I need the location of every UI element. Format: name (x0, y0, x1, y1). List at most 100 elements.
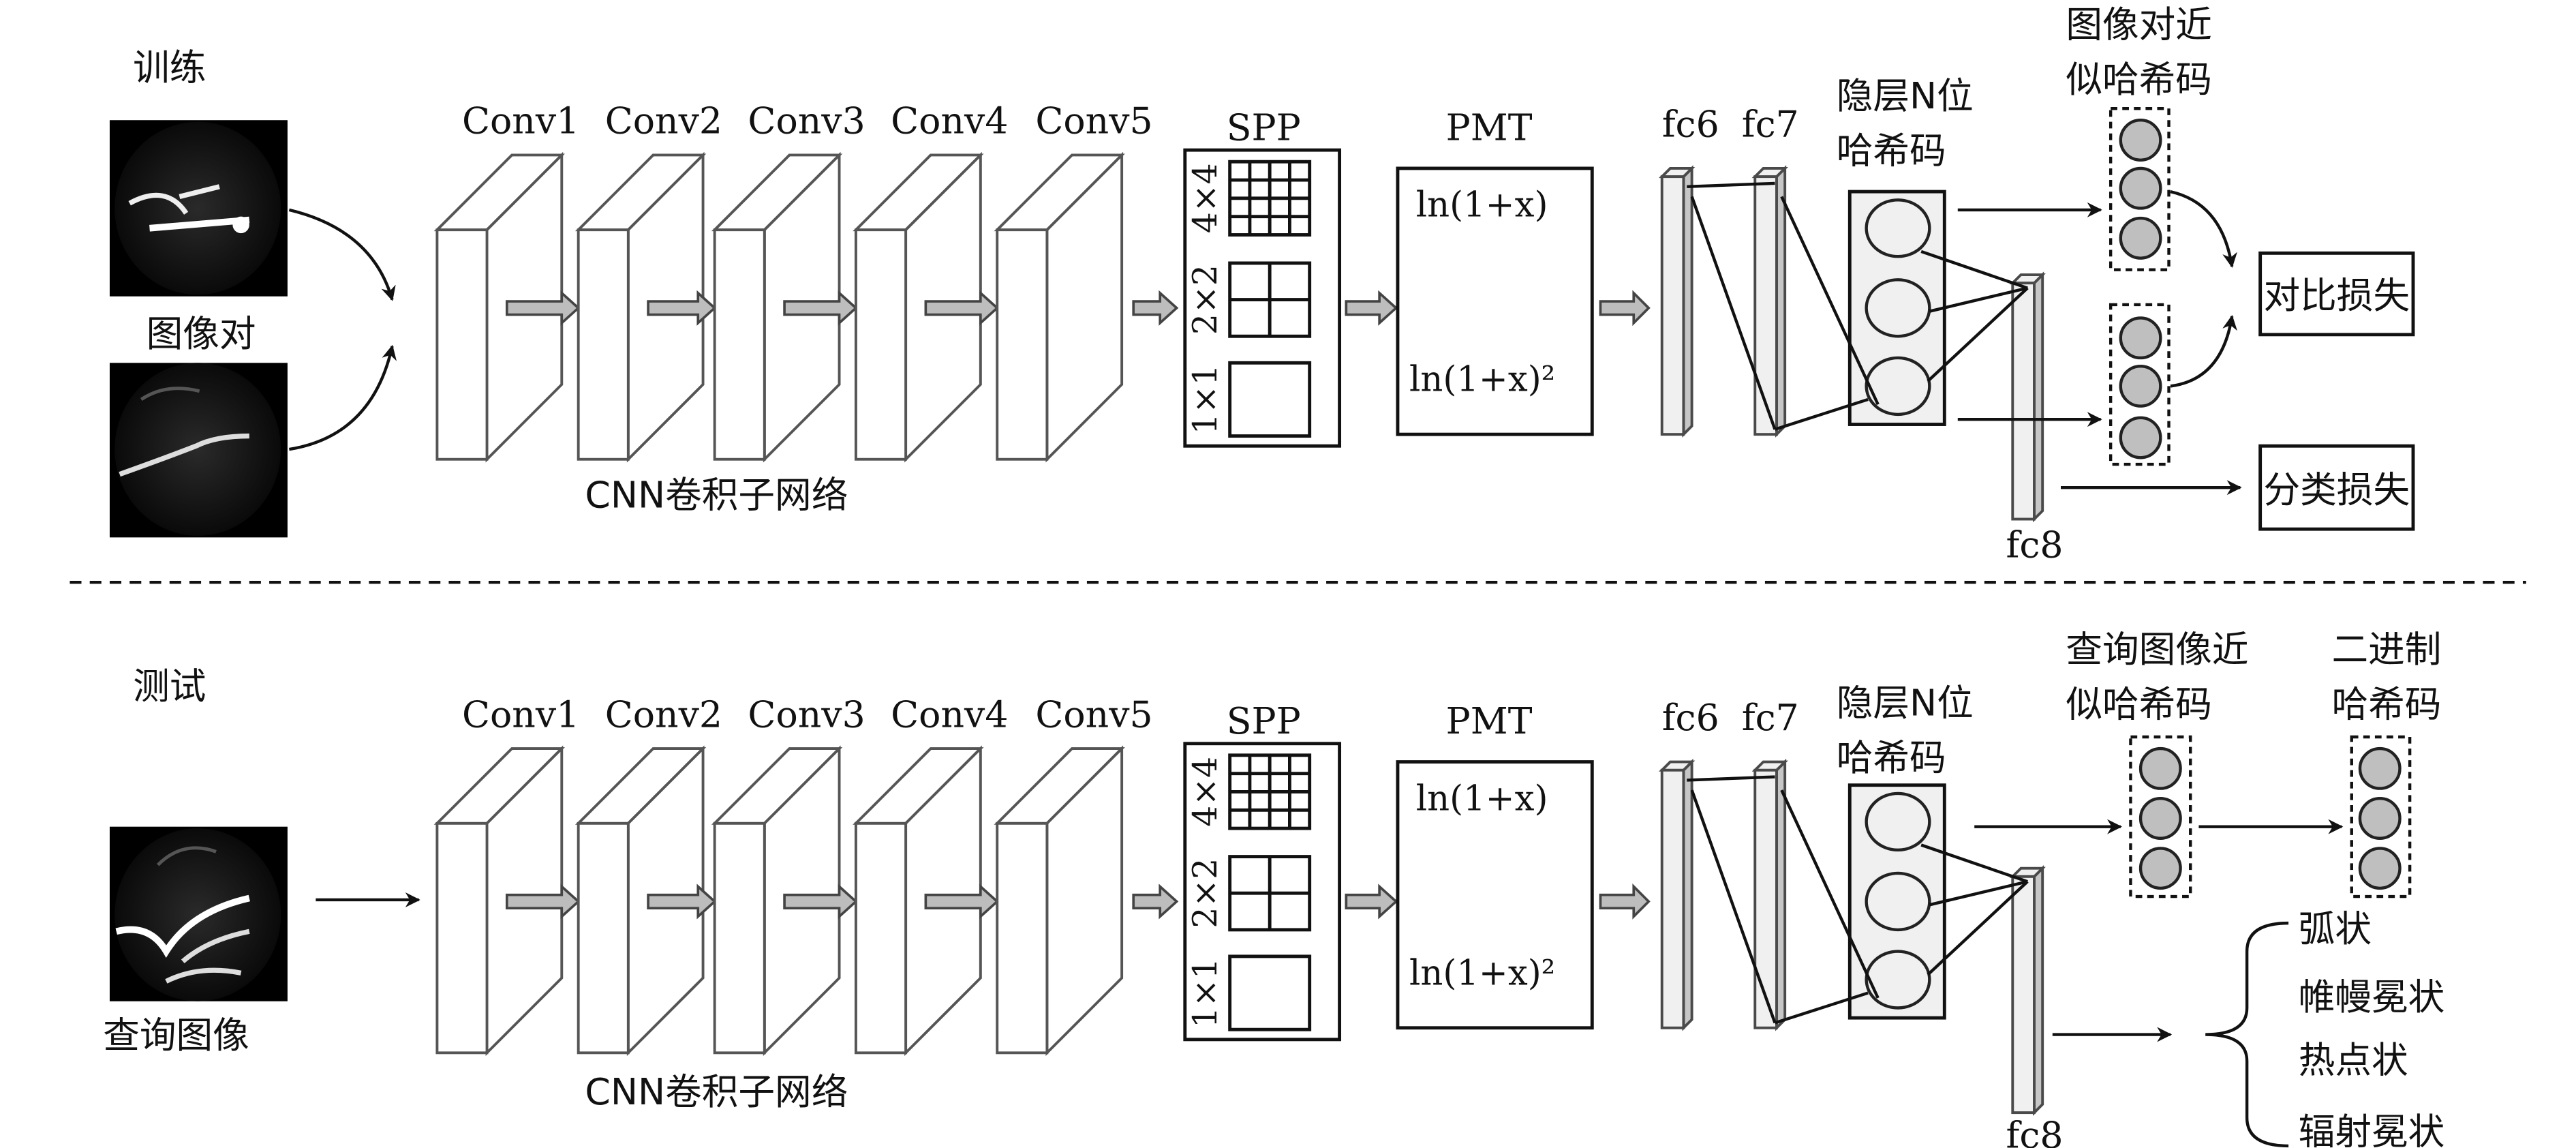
query-approx-hash-label-2: 似哈希码 (2066, 683, 2212, 726)
input-image-pair: 图像对 (109, 120, 397, 538)
cnn-subnetwork-label: CNN卷积子网络 (585, 473, 848, 516)
approx-hash-code-b (2109, 303, 2171, 466)
connection-line (1690, 196, 1777, 430)
fc8-layer-label: fc8 (2006, 1113, 2064, 1148)
section-title-test: 测试 (133, 665, 206, 708)
query-approx-hash-code (2129, 735, 2192, 898)
spp-level-label: 2×2 (1186, 858, 1225, 928)
connection-line (1920, 250, 2028, 290)
forward-arrow-icon (1345, 883, 1398, 920)
connection-line (1687, 181, 1775, 188)
class-brace (2205, 921, 2289, 1148)
forward-arrow-icon (924, 883, 999, 920)
conv-layer-label: Conv3 (748, 693, 865, 736)
connection-line (1780, 196, 1880, 406)
class-list: 弧状 帷幔冕状 热点状 辐射冕状 (2299, 907, 2445, 1148)
forward-arrow-icon (1132, 883, 1179, 920)
forward-arrow-icon (1132, 290, 1179, 326)
aurora-image-1 (109, 120, 288, 297)
conv-layer-label: Conv1 (462, 100, 579, 142)
pmt-formula-bottom: ln(1+x)² (1409, 359, 1555, 400)
svg-text:分类损失: 分类损失 (2264, 468, 2410, 511)
fc8-layer-label: fc8 (2006, 524, 2064, 567)
fc8-layer: fc8 (2006, 864, 2064, 1148)
pmt-formula-bottom: ln(1+x)² (1409, 952, 1555, 993)
class-item: 热点状 (2299, 1039, 2408, 1082)
pmt-title: PMT (1446, 699, 1533, 742)
approx-hash-code-label: 图像对近 (2066, 3, 2212, 46)
conv-layer-block (433, 151, 565, 463)
fc8-layer: fc8 (2006, 271, 2064, 567)
forward-arrow-icon (783, 290, 858, 326)
arrow-code-b-to-contrastive (2170, 314, 2237, 388)
conv-layer-label: Conv1 (462, 693, 579, 736)
pmt-formula-top: ln(1+x) (1416, 778, 1548, 819)
conv-layer-label: Conv3 (748, 100, 865, 142)
approx-hash-code-a (2109, 106, 2171, 271)
approx-hash-code-label-2: 似哈希码 (2066, 58, 2212, 101)
conv-layer-label: Conv2 (605, 100, 722, 142)
spp-level-label: 4×4 (1186, 163, 1225, 233)
fc7-layer: fc7 (1742, 696, 1799, 1031)
conv-layer-block (994, 151, 1125, 463)
fc7-layer: fc7 (1742, 103, 1799, 438)
curved-arrow-image-2 (288, 344, 397, 451)
forward-arrow-icon (505, 883, 581, 920)
connection-line (1929, 286, 2028, 313)
binary-hash-code (2350, 735, 2412, 898)
hidden-layer-label: 隐层N位 (1837, 681, 1974, 724)
binary-hash-label-2: 哈希码 (2332, 683, 2442, 726)
conv-layer-block (994, 745, 1125, 1057)
spp-level-label: 2×2 (1186, 265, 1225, 335)
fc7-layer-label: fc7 (1742, 696, 1799, 739)
forward-arrow-icon (1345, 290, 1398, 326)
hidden-layer-label: 隐层N位 (1837, 74, 1974, 117)
classification-loss-box: 分类损失 (2258, 444, 2415, 531)
conv-layer-label: Conv4 (891, 100, 1008, 142)
pmt-formula-top: ln(1+x) (1416, 185, 1548, 226)
hidden-layer-label-2: 哈希码 (1837, 130, 1946, 172)
spp-level-label: 1×1 (1186, 364, 1225, 434)
hidden-layer-label-2: 哈希码 (1837, 736, 1946, 779)
class-item: 弧状 (2299, 907, 2372, 950)
connection-line (1927, 880, 2029, 976)
curved-arrow-image-1 (288, 208, 396, 301)
cnn-subnetwork-label: CNN卷积子网络 (585, 1070, 848, 1113)
connection-line (1687, 775, 1775, 782)
fc6-layer: fc6 (1658, 103, 1719, 438)
conv-layer-label: Conv5 (1035, 100, 1152, 142)
forward-arrow-icon (924, 290, 999, 326)
fc6-layer: fc6 (1658, 696, 1719, 1031)
fc7-layer-label: fc7 (1742, 103, 1799, 146)
connection-line (1920, 843, 2028, 883)
forward-arrow-icon (1599, 290, 1651, 327)
conv-layer-label: Conv4 (891, 693, 1008, 736)
query-approx-hash-label: 查询图像近 (2066, 628, 2248, 671)
hidden-layer-hash (1847, 783, 1946, 1020)
connection-line (1690, 789, 1777, 1024)
conv-layer-block (853, 745, 984, 1057)
contrastive-loss-box: 对比损失 (2258, 251, 2415, 337)
aurora-query-image (109, 826, 288, 1001)
svg-text:对比损失: 对比损失 (2264, 274, 2410, 317)
spp-level-label: 4×4 (1186, 757, 1225, 827)
spp-level-label: 1×1 (1186, 958, 1225, 1028)
class-item: 帷幔冕状 (2299, 976, 2445, 1018)
connection-line (1927, 286, 2029, 382)
connection-line (1929, 880, 2028, 907)
train-section: 训练 图像对 Conv1 Conv2 Conv3 Conv4 Conv5 CNN卷积子网… (109, 3, 2415, 567)
class-item: 辐射冕状 (2299, 1110, 2445, 1148)
connection-line (1780, 789, 1880, 999)
conv-layer-block (574, 151, 707, 463)
connection-line (1774, 991, 1869, 1025)
section-title-train: 训练 (133, 46, 206, 89)
connection-line (1774, 397, 1869, 431)
forward-arrow-icon (505, 290, 581, 326)
conv-layer-label: Conv2 (605, 693, 722, 736)
conv-layer-label: Conv5 (1035, 693, 1152, 736)
